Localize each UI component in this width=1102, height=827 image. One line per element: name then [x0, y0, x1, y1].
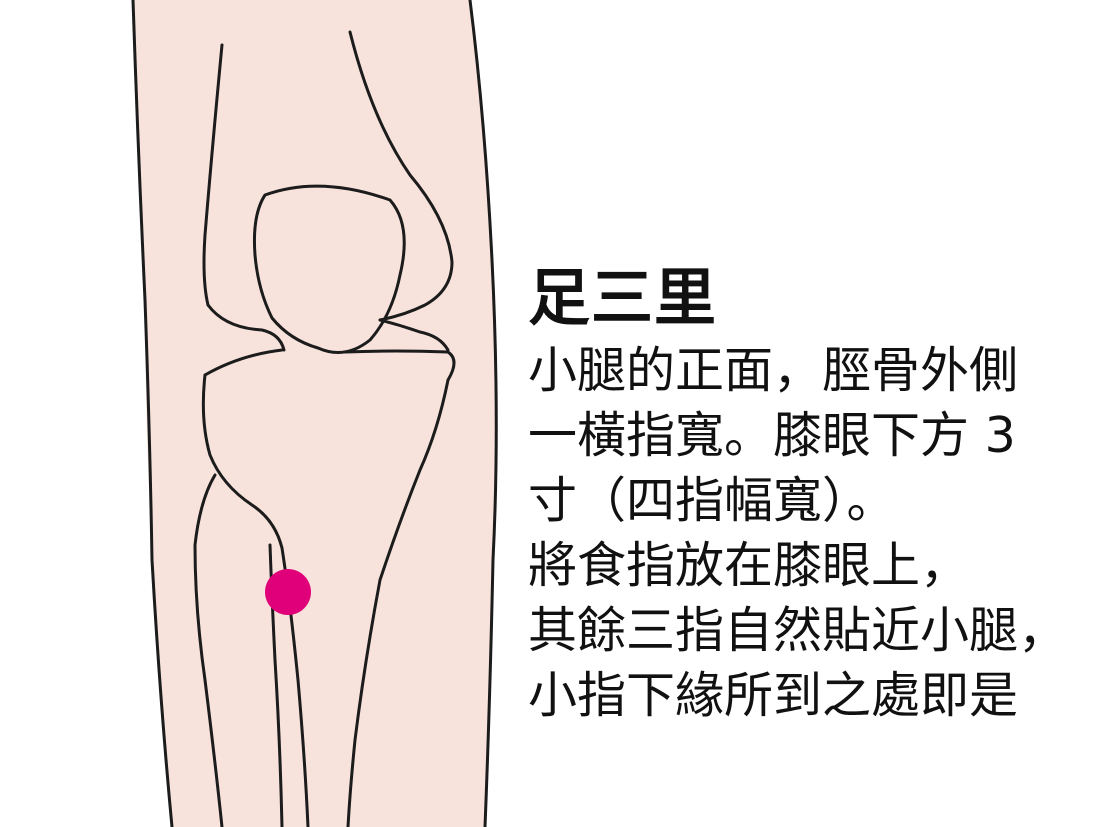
joint-line-left	[206, 303, 286, 352]
leg-left-contour	[131, 0, 174, 827]
thigh-inner-left-line	[202, 43, 224, 307]
thigh-inner-right-line	[348, 30, 454, 322]
acupoint-description: 足三里 小腿的正面，脛骨外側 一橫指寬。膝眼下方 3 寸（四指幅寬）。 將食指放…	[528, 258, 1098, 728]
description-line-1: 小腿的正面，脛骨外側	[528, 342, 1019, 399]
leg-right-contour	[468, 0, 498, 827]
tibia-left-edge	[201, 373, 310, 827]
patella-outline	[253, 184, 406, 354]
fibula-line	[193, 473, 224, 827]
description-line-4: 將食指放在膝眼上，	[528, 537, 970, 594]
tibia-right-edge	[346, 378, 450, 827]
zusanli-point-marker	[265, 569, 311, 615]
description-line-3: 寸（四指幅寬）。	[528, 472, 896, 529]
acupoint-title: 足三里	[528, 261, 718, 334]
joint-lower-right	[343, 349, 456, 382]
description-line-2: 一橫指寬。膝眼下方 3	[528, 407, 1016, 464]
leg-silhouette	[133, 0, 497, 827]
description-line-5: 其餘三指自然貼近小腿，	[528, 602, 1068, 659]
joint-lower-left	[203, 348, 284, 377]
joint-line-right	[378, 318, 450, 352]
description-line-6: 小指下緣所到之處即是	[528, 667, 1019, 724]
